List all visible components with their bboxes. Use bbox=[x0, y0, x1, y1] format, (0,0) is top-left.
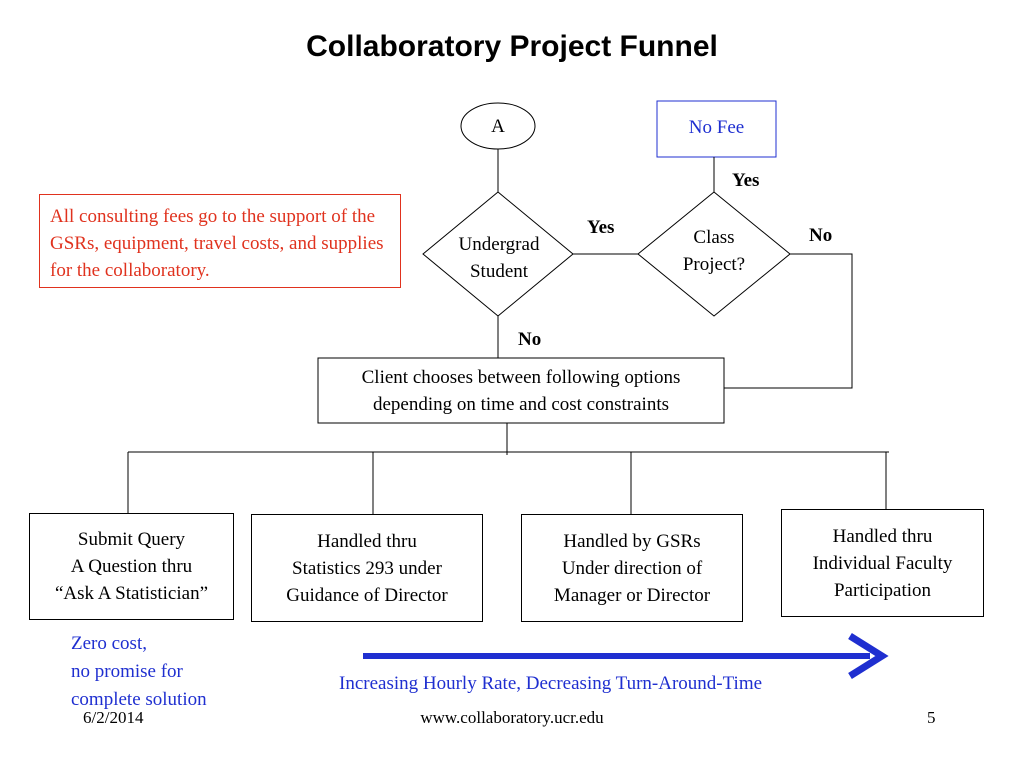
footer-url: www.collaboratory.ucr.edu bbox=[420, 708, 604, 727]
client-box-outline bbox=[317, 357, 725, 424]
slide-title: Collaboratory Project Funnel bbox=[306, 30, 718, 63]
option-gsrs: Handled by GSRs Under direction of Manag… bbox=[521, 514, 743, 622]
footer-date: 6/2/2014 bbox=[83, 708, 144, 727]
option-submit-query: Submit Query A Question thru “Ask A Stat… bbox=[29, 513, 234, 620]
option-faculty: Handled thru Individual Faculty Particip… bbox=[781, 509, 984, 617]
arrow-caption: Increasing Hourly Rate, Decreasing Turn-… bbox=[339, 673, 763, 694]
no-fee-box bbox=[656, 100, 777, 158]
class-project-label: Class Project? bbox=[682, 227, 746, 275]
yes-label-no-fee: Yes bbox=[732, 170, 760, 191]
consulting-fees-note: All consulting fees go to the support of… bbox=[39, 194, 401, 288]
no-label-undergrad: No bbox=[518, 329, 542, 350]
option-statistics-293: Handled thru Statistics 293 under Guidan… bbox=[251, 514, 483, 622]
class-project-diamond bbox=[637, 191, 791, 317]
zero-cost-note: Zero cost, no promise for complete solut… bbox=[71, 633, 207, 710]
no-fee-label: No Fee bbox=[688, 116, 745, 138]
rate-arrow-head bbox=[848, 633, 889, 679]
undergrad-student-label: Undergrad Student bbox=[458, 234, 540, 282]
yes-label-class-project: Yes bbox=[587, 217, 615, 238]
footer-page-number: 5 bbox=[927, 708, 936, 727]
no-label-class-project: No bbox=[809, 225, 833, 246]
connector-a-label: A bbox=[491, 115, 505, 137]
client-chooses-box: Client chooses between following options… bbox=[361, 367, 681, 415]
